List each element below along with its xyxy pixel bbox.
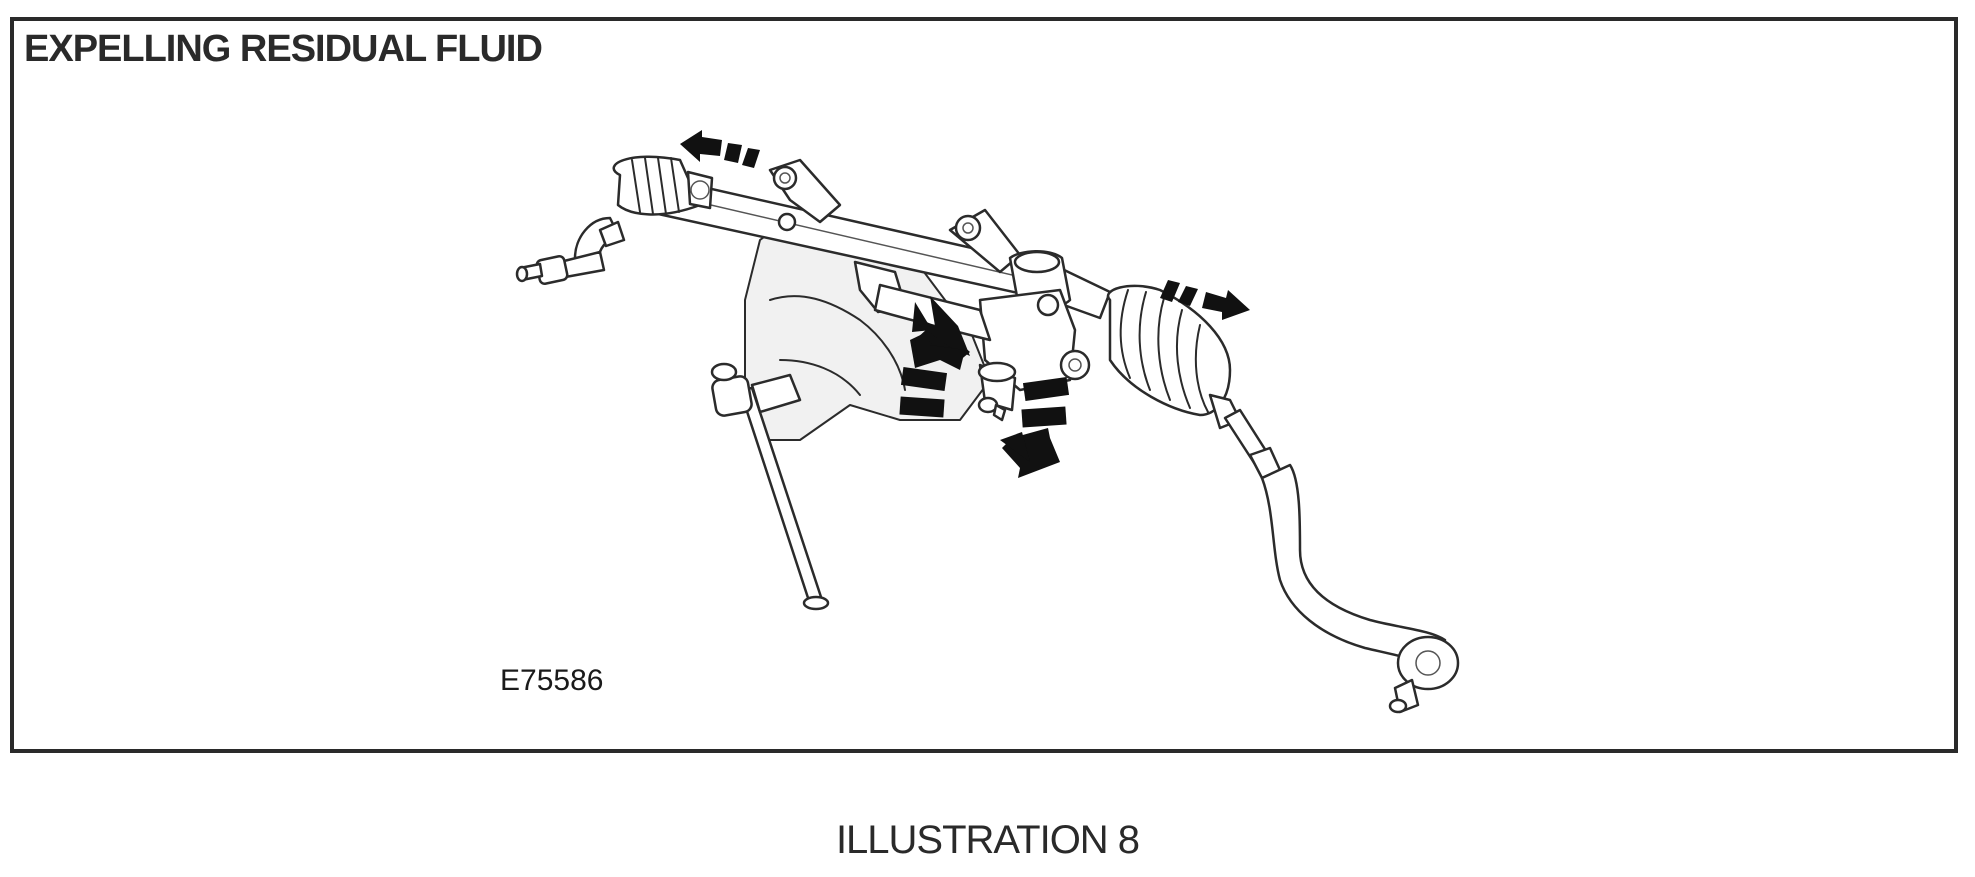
motion-arrow-icon <box>680 130 760 168</box>
motion-arrow-icon <box>1160 280 1250 320</box>
motion-arrow-icon <box>1000 377 1070 478</box>
pinion-shaft <box>977 361 1017 422</box>
flow-arrows <box>680 130 1250 478</box>
motion-arrow-icon <box>915 328 965 370</box>
left-bellows-boot <box>612 155 714 216</box>
rack-housing <box>638 158 1112 392</box>
right-bellows-boot <box>1106 284 1242 430</box>
part-code: E75586 <box>500 664 604 697</box>
stabilizer-link-left <box>710 362 830 611</box>
figure-title: EXPELLING RESIDUAL FLUID <box>24 28 543 70</box>
left-tie-rod <box>515 216 626 285</box>
motion-arrow-icon <box>899 367 948 418</box>
right-tie-rod <box>1223 408 1460 714</box>
illustration-caption: ILLUSTRATION 8 <box>835 818 1140 862</box>
